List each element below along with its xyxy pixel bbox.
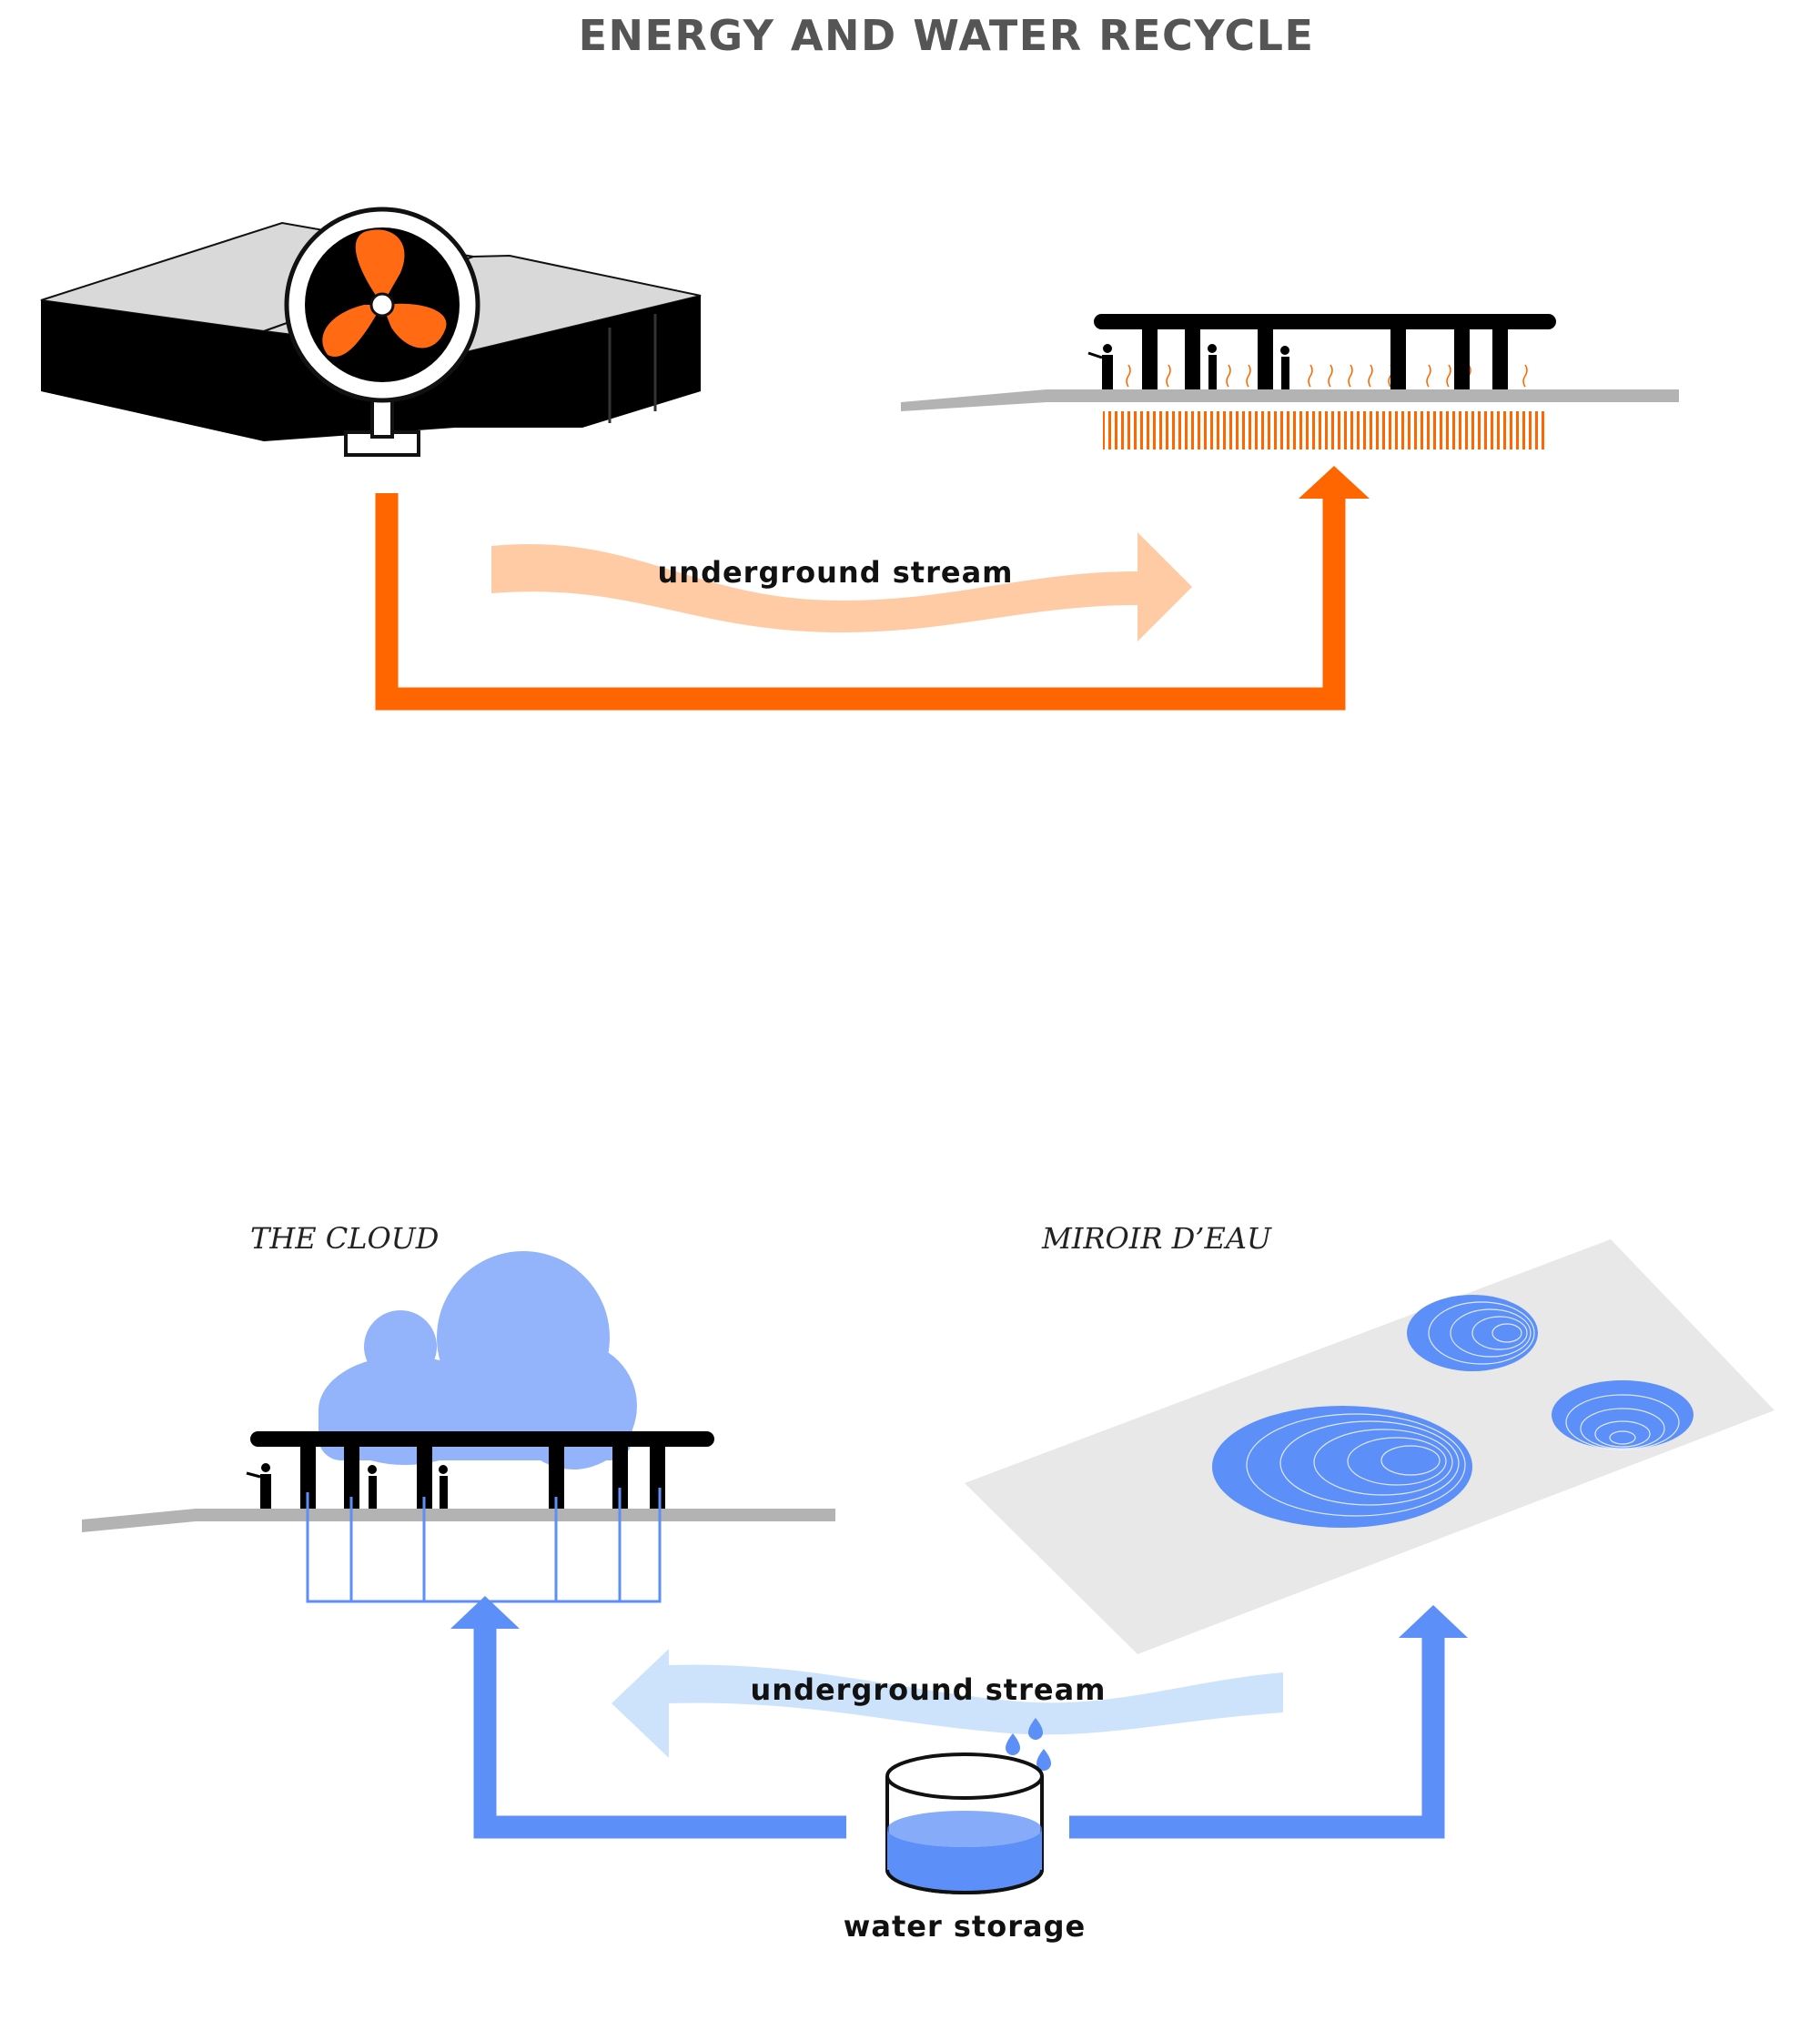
water-drop-icon bbox=[1036, 1749, 1051, 1771]
person-icon bbox=[246, 1463, 271, 1509]
person-icon bbox=[1087, 344, 1113, 389]
person-icon bbox=[439, 1465, 448, 1509]
miroir-deau-label: MIROIR D’EAU bbox=[1041, 1221, 1272, 1256]
water-pool bbox=[1407, 1295, 1538, 1371]
person-icon bbox=[1280, 346, 1289, 389]
heat-grid bbox=[1103, 411, 1547, 449]
water-pool bbox=[1552, 1380, 1694, 1450]
energy-people bbox=[1087, 344, 1289, 389]
water-stream-label: underground stream bbox=[751, 1672, 1107, 1707]
water-drop-icon bbox=[1028, 1718, 1043, 1740]
the-cloud-label: THE CLOUD bbox=[250, 1221, 439, 1256]
person-icon bbox=[1208, 344, 1217, 389]
water-storage-label: water storage bbox=[844, 1909, 1086, 1944]
energy-ground bbox=[901, 389, 1679, 411]
water-canopy-structure bbox=[250, 1431, 714, 1509]
fan-icon bbox=[284, 207, 480, 457]
water-ground bbox=[82, 1509, 835, 1532]
energy-underground-stream-arrow bbox=[491, 532, 1192, 641]
water-pool bbox=[1212, 1406, 1472, 1528]
person-icon bbox=[368, 1465, 377, 1509]
energy-canopy-structure bbox=[1094, 314, 1556, 389]
water-people bbox=[246, 1463, 448, 1509]
water-section: THE CLOUD MIROIR D’EAU bbox=[82, 1221, 1774, 1944]
water-drop-icon bbox=[1006, 1733, 1020, 1755]
energy-section: underground stream bbox=[40, 207, 1679, 711]
page-title: ENERGY AND WATER RECYCLE bbox=[579, 11, 1315, 60]
energy-flow-arrow bbox=[375, 466, 1370, 711]
water-pipe-network bbox=[306, 1488, 662, 1603]
water-flow-arrow-left bbox=[450, 1596, 846, 1839]
energy-stream-label: underground stream bbox=[658, 555, 1014, 590]
water-underground-stream-arrow bbox=[612, 1649, 1283, 1758]
water-tank-icon bbox=[885, 1752, 1044, 1894]
water-flow-arrow-right bbox=[1069, 1605, 1468, 1839]
water-drops bbox=[1006, 1718, 1051, 1771]
